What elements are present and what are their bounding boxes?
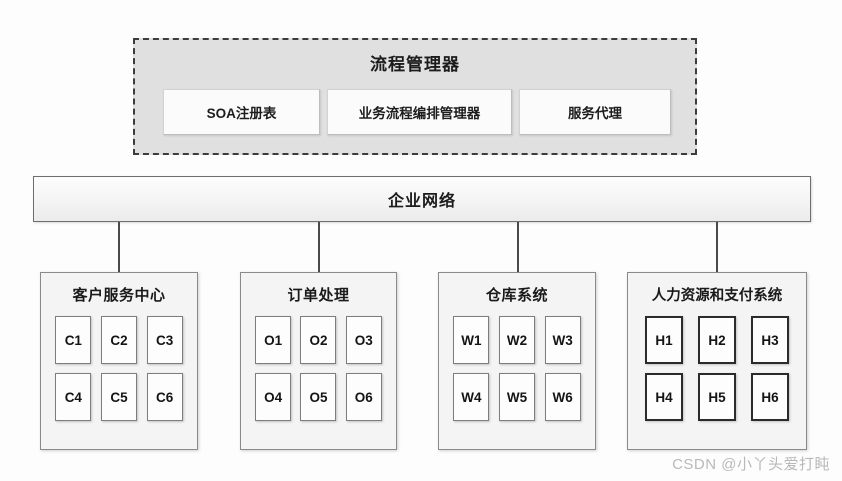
- component-process-orchestration-manager[interactable]: 业务流程编排管理器: [327, 89, 512, 135]
- node-w2[interactable]: W2: [498, 316, 535, 364]
- group-title-hr-payment-system: 人力资源和支付系统: [651, 288, 783, 304]
- node-grid-order-processing: O1 O2 O3 O4 O5 O6: [241, 316, 396, 424]
- connector-line-order-processing: [318, 222, 320, 273]
- connector-line-customer-service: [118, 222, 120, 273]
- node-o5[interactable]: O5: [300, 373, 337, 421]
- group-title-customer-service-center: 客户服务中心: [72, 287, 166, 304]
- node-h2[interactable]: H2: [698, 316, 736, 364]
- component-service-agent[interactable]: 服务代理: [519, 89, 671, 135]
- node-w3[interactable]: W3: [544, 316, 581, 364]
- node-o4[interactable]: O4: [255, 373, 292, 421]
- node-h6[interactable]: H6: [751, 373, 789, 421]
- node-grid-warehouse-system: W1 W2 W3 W4 W5 W6: [439, 316, 595, 424]
- node-h5[interactable]: H5: [698, 373, 736, 421]
- node-c2[interactable]: C2: [100, 316, 137, 364]
- enterprise-network-bar: 企业网络: [33, 176, 811, 222]
- process-manager-panel: 流程管理器 SOA注册表 业务流程编排管理器 服务代理: [133, 38, 697, 155]
- node-c4[interactable]: C4: [55, 373, 92, 421]
- group-title-order-processing: 订单处理: [287, 287, 350, 304]
- node-o6[interactable]: O6: [345, 373, 382, 421]
- node-o2[interactable]: O2: [300, 316, 337, 364]
- node-c1[interactable]: C1: [55, 316, 92, 364]
- node-grid-hr-payment-system: H1 H2 H3 H4 H5 H6: [628, 316, 806, 424]
- group-title-warehouse-system: 仓库系统: [485, 287, 548, 304]
- process-manager-title: 流程管理器: [370, 55, 460, 74]
- node-grid-customer-service-center: C1 C2 C3 C4 C5 C6: [41, 316, 197, 424]
- node-c5[interactable]: C5: [100, 373, 137, 421]
- node-w6[interactable]: W6: [544, 373, 581, 421]
- node-h1[interactable]: H1: [645, 316, 683, 364]
- group-hr-payment-system: 人力资源和支付系统 H1 H2 H3 H4 H5 H6: [627, 272, 807, 450]
- component-soa-registry[interactable]: SOA注册表: [163, 89, 320, 135]
- connector-line-hr-payment: [716, 222, 718, 273]
- group-warehouse-system: 仓库系统 W1 W2 W3 W4 W5 W6: [438, 272, 596, 450]
- node-w5[interactable]: W5: [498, 373, 535, 421]
- group-order-processing: 订单处理 O1 O2 O3 O4 O5 O6: [240, 272, 397, 450]
- node-h3[interactable]: H3: [751, 316, 789, 364]
- process-manager-components: SOA注册表 业务流程编排管理器 服务代理: [163, 89, 671, 135]
- csdn-watermark: CSDN @小丫头爱打盹: [672, 456, 830, 473]
- node-o3[interactable]: O3: [345, 316, 382, 364]
- node-w1[interactable]: W1: [453, 316, 490, 364]
- node-o1[interactable]: O1: [255, 316, 292, 364]
- connector-line-warehouse: [517, 222, 519, 273]
- node-c6[interactable]: C6: [146, 373, 183, 421]
- group-customer-service-center: 客户服务中心 C1 C2 C3 C4 C5 C6: [40, 272, 198, 450]
- node-h4[interactable]: H4: [645, 373, 683, 421]
- node-c3[interactable]: C3: [146, 316, 183, 364]
- node-w4[interactable]: W4: [453, 373, 490, 421]
